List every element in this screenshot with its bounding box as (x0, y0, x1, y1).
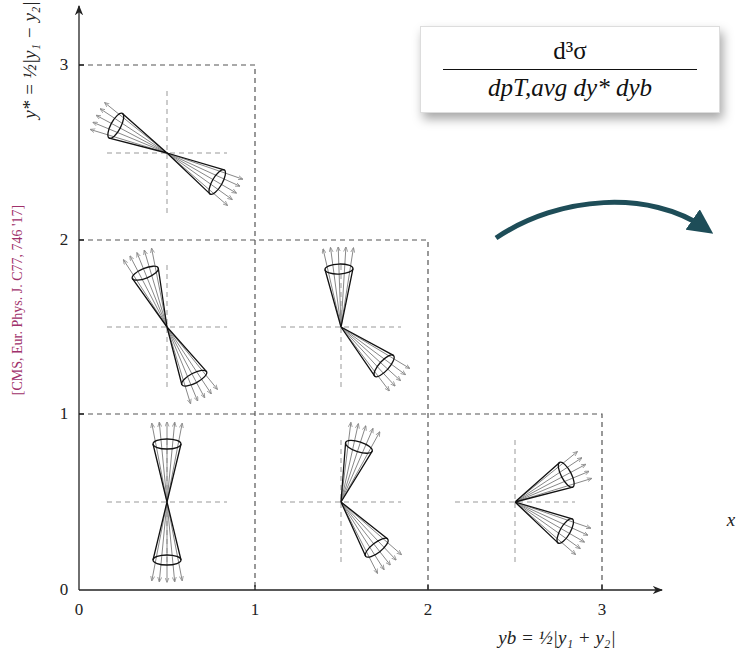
cut-off-symbol: x (727, 509, 735, 531)
tick-label: 3 (598, 600, 607, 620)
axis-label: yb = ½|y₁ + y₂| (498, 627, 615, 649)
tick-label: 2 (60, 230, 69, 250)
curved-arrow (496, 202, 705, 238)
grid-bins (79, 65, 602, 590)
numerator: d³σ (443, 37, 697, 69)
tick-label: 1 (60, 404, 69, 424)
citation: [CMS, Eur. Phys. J. C77, 746 '17] (10, 205, 26, 395)
tick-label: 2 (424, 600, 433, 620)
tick-label: 0 (75, 600, 84, 620)
tick-label: 1 (251, 600, 260, 620)
axis-label: y* = ½|y₁ − y₂| (19, 1, 41, 118)
tick-label: 3 (60, 55, 69, 75)
tick-label: 0 (60, 580, 69, 600)
jet-cones (91, 91, 592, 582)
formula-box: d³σdpT,avg dy* dyb (420, 26, 720, 113)
denominator: dpT,avg dy* dyb (443, 69, 697, 102)
